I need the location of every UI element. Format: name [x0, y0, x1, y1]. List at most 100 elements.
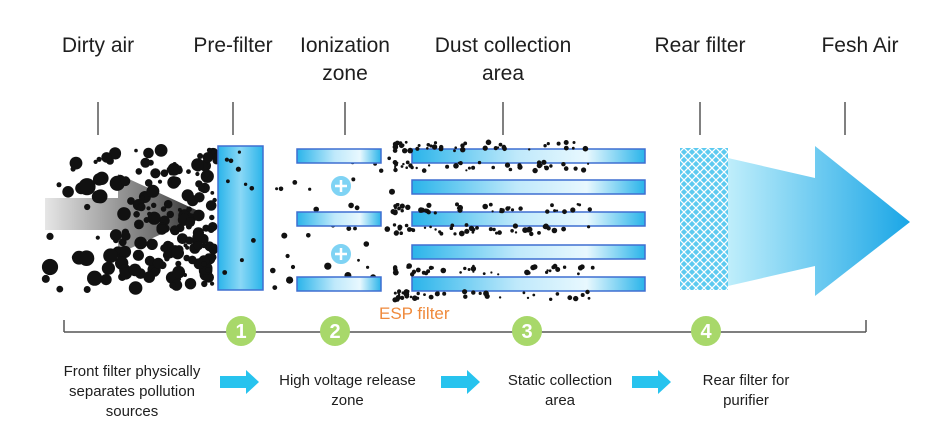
dust-particle: [211, 243, 218, 250]
dust-particle: [427, 164, 431, 167]
dust-particle: [387, 156, 392, 161]
dust-particle: [172, 265, 186, 279]
dust-particle: [395, 140, 400, 146]
dust-particle: [160, 244, 168, 252]
dust-particle: [78, 250, 95, 266]
dust-particle: [290, 264, 296, 270]
dust-particle: [412, 295, 418, 302]
dust-particle: [407, 147, 414, 154]
dust-particle: [198, 185, 205, 192]
dust-particle: [128, 281, 143, 295]
dust-particle: [587, 162, 590, 165]
dust-particle: [100, 274, 112, 286]
dust-particle: [471, 230, 475, 234]
dust-particle: [172, 162, 177, 166]
dust-particle: [193, 209, 205, 222]
dust-particle: [160, 206, 167, 212]
dust-particle: [449, 226, 454, 230]
dust-particle: [442, 291, 447, 296]
dust-particle: [143, 271, 155, 283]
dust-particle: [392, 265, 398, 271]
dust-particle: [415, 166, 418, 170]
dust-particle: [120, 176, 131, 187]
dust-particle: [134, 236, 148, 250]
dust-particle: [400, 295, 405, 300]
dust-particle: [545, 209, 550, 214]
flow-arrows: [220, 370, 671, 394]
dust-particle: [562, 265, 567, 269]
dust-particle: [573, 295, 579, 302]
dust-particle: [400, 209, 404, 213]
flow-arrow-icon: [441, 370, 480, 394]
dust-particle: [537, 231, 541, 235]
dust-particle: [181, 189, 194, 202]
dust-particle: [150, 168, 161, 179]
dust-particle: [548, 269, 552, 273]
dust-particle: [185, 217, 196, 228]
dust-particle: [308, 187, 312, 191]
dust-particle: [71, 253, 81, 262]
dust-particle: [434, 228, 437, 231]
dust-particle: [418, 207, 424, 213]
dust-particle: [272, 285, 278, 290]
dust-particle: [224, 157, 229, 162]
dust-particle: [389, 188, 395, 195]
dust-particle: [249, 186, 255, 191]
dust-particle: [577, 272, 580, 276]
dust-particle: [239, 258, 244, 263]
dust-particle: [407, 289, 410, 293]
dust-particle: [146, 184, 160, 198]
step-marker: 4: [691, 316, 721, 346]
dust-particle: [526, 296, 530, 300]
dust-particle: [348, 202, 354, 209]
dust-particle: [146, 206, 151, 211]
dust-particle: [426, 143, 431, 147]
dust-particle: [482, 272, 486, 275]
dust-particle: [209, 214, 215, 221]
dust-particle: [397, 226, 402, 231]
dust-particle: [163, 199, 173, 209]
dust-particle: [550, 203, 554, 208]
dust-particle: [366, 265, 370, 269]
dust-particle: [590, 265, 595, 270]
dust-particle: [139, 195, 145, 201]
dust-particle: [406, 263, 413, 269]
esp-filter-label: ESP filter: [379, 304, 450, 323]
dust-particle: [491, 210, 494, 213]
dust-particle: [504, 162, 511, 168]
dust-particle: [488, 227, 493, 232]
dust-particle: [514, 231, 518, 234]
dust-particle: [154, 144, 168, 157]
dust-particle: [426, 202, 432, 208]
dust-particle: [460, 147, 466, 153]
dust-particle: [169, 282, 176, 289]
dust-particle: [549, 164, 553, 168]
dust-particle: [483, 290, 489, 297]
dust-particle: [458, 230, 465, 237]
dust-particle: [397, 293, 401, 296]
dust-particle: [91, 190, 105, 204]
stage-label-dust-collection: Dust collection area: [434, 34, 572, 85]
dust-particle: [46, 232, 54, 240]
dust-particle: [212, 197, 217, 203]
dust-particle: [134, 219, 144, 230]
dust-particle: [410, 272, 415, 277]
dust-particle: [151, 202, 157, 208]
step-marker: 2: [320, 316, 350, 346]
dust-particle: [512, 223, 519, 229]
dust-particle: [195, 171, 200, 177]
dust-particle: [477, 160, 482, 165]
dust-particle: [464, 223, 469, 227]
dust-particle: [109, 229, 122, 242]
dust-particle: [177, 207, 182, 212]
dust-particle: [423, 226, 427, 229]
dust-particle: [306, 233, 311, 238]
ionization-plate: [296, 211, 382, 227]
dust-particle: [421, 270, 426, 275]
dust-particle: [567, 295, 573, 301]
collection-plate: [411, 148, 646, 164]
dust-particle: [410, 228, 414, 231]
dust-particle: [582, 145, 589, 152]
dust-particle: [409, 295, 413, 299]
